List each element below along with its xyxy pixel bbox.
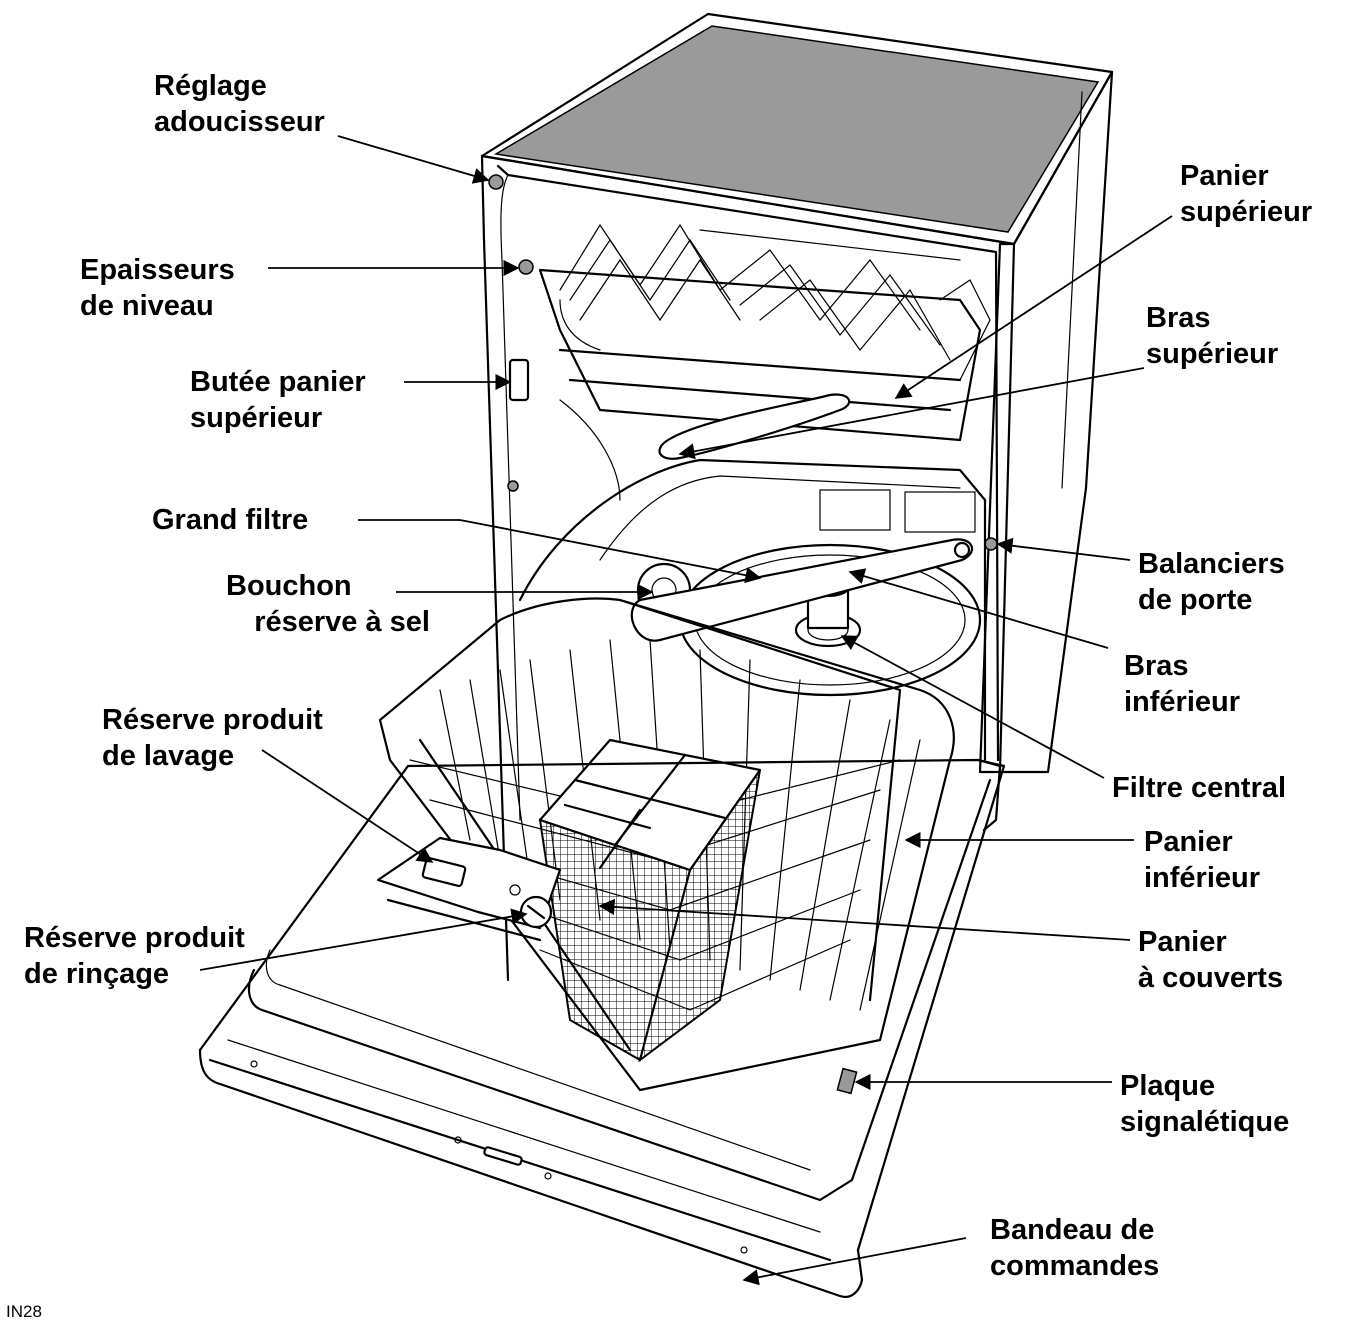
rack-stop	[508, 358, 530, 402]
upper-spray-arm	[658, 393, 851, 460]
cutlery-basket	[538, 738, 762, 1063]
upper-rack	[538, 223, 991, 501]
rating-plate	[836, 1067, 858, 1095]
label-filtre-central: Filtre central	[1112, 772, 1287, 804]
leader-lines	[199, 135, 1173, 1286]
door	[198, 758, 1006, 1298]
tub	[518, 458, 987, 762]
detergent-lid	[421, 856, 467, 888]
dispensers	[376, 836, 562, 930]
cabinet	[480, 12, 1114, 982]
side-pins	[488, 174, 998, 551]
door-hinge	[984, 537, 998, 551]
top-panel	[493, 25, 1100, 233]
softener-dial	[488, 174, 504, 190]
figure-reference: IN28	[6, 1302, 42, 1321]
label-grand-filtre: Grand filtre	[152, 504, 309, 536]
level-spacer	[518, 259, 534, 275]
lower-spray-arm	[630, 538, 974, 642]
